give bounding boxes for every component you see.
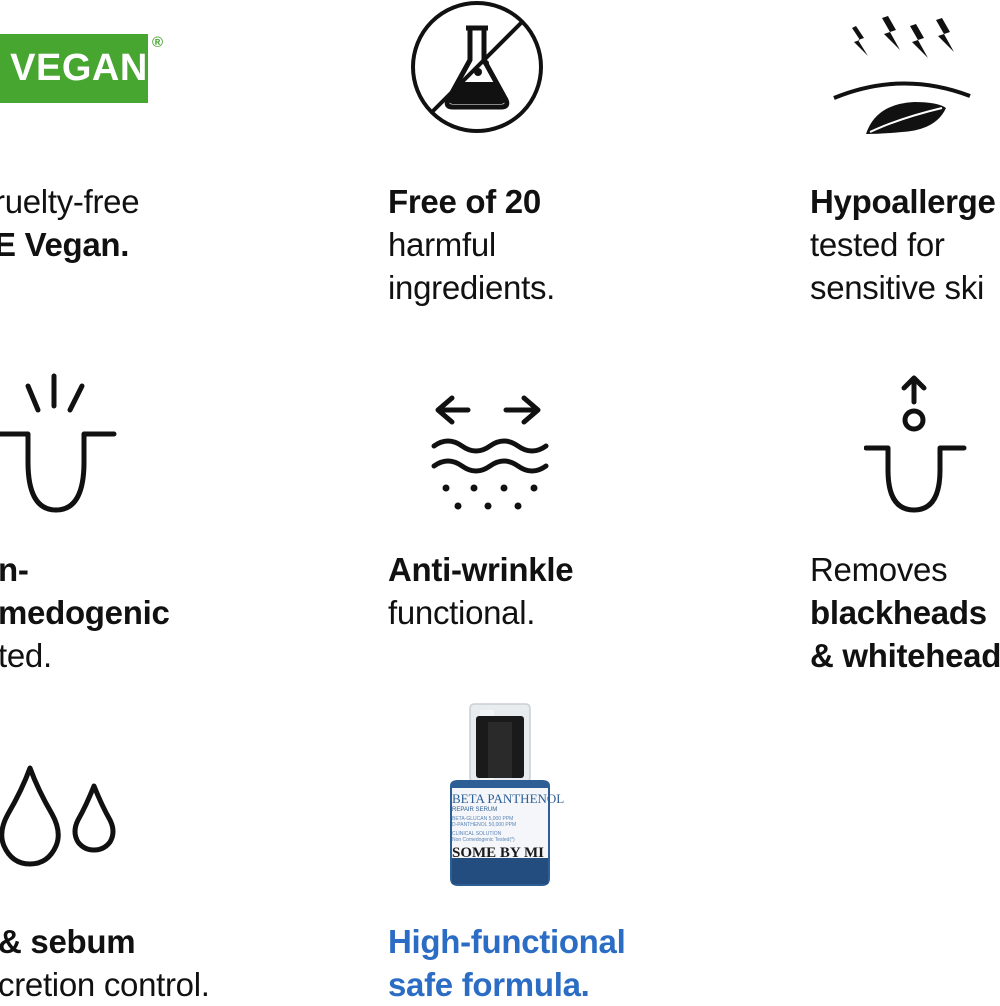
product-brand: SOME BY MI (452, 845, 544, 861)
feature-text: n- medogenic ted. (0, 551, 170, 674)
feature-text: Hypoallerge tested for sensitive ski (810, 183, 996, 306)
bottle-label: BETA PANTHENOL REPAIR SERUM BETA-GLUCAN … (452, 791, 565, 862)
feature-text: Anti-wrinkle functional. (388, 551, 574, 631)
feature-text: High-functional safe formula. (388, 923, 626, 1003)
product-line-1: BETA-GLUCAN 5,000 PPM (452, 816, 514, 822)
oil-drops-icon (0, 765, 116, 867)
product-name: BETA PANTHENOL (452, 791, 565, 806)
pore-burst-icon (0, 373, 117, 513)
product-line-4: Non Comedogenic Tested(*) (452, 837, 515, 843)
leaf-irritation-icon (833, 16, 971, 134)
registered-mark: ® (152, 34, 164, 51)
product-line-2: D-PANTHENOL 50,000 PPM (452, 822, 517, 828)
feature-text: ruelty-free E Vegan. (0, 183, 140, 263)
wave-stretch-icon (431, 395, 549, 510)
serum-bottle-image (450, 703, 550, 886)
feature-text: Free of 20 harmful ingredients. (388, 183, 556, 306)
product-sub: REPAIR SERUM (452, 807, 498, 813)
pore-extract-icon (864, 375, 967, 513)
feature-text: Removes blackheads & whitehead (810, 551, 1000, 674)
vegan-badge: VEGAN (0, 34, 148, 103)
product-line-3: CLINICAL SOLUTION (452, 831, 502, 837)
feature-text: & sebum cretion control. (0, 923, 210, 1003)
no-chemicals-flask-icon (411, 1, 543, 133)
